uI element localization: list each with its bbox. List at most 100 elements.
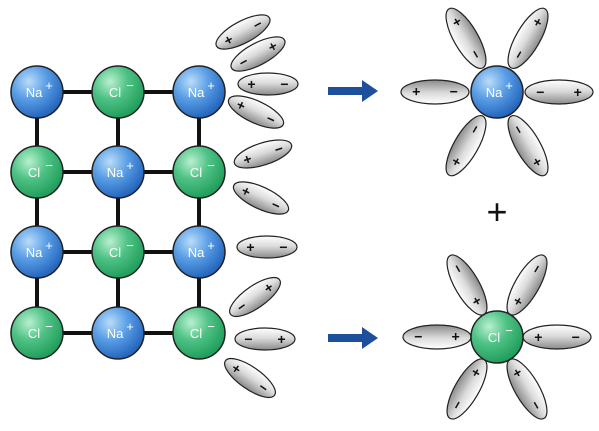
water-molecule: +− <box>506 254 548 316</box>
arrow-head <box>362 327 378 349</box>
lattice-cl-ion: Cl− <box>91 65 145 119</box>
water-molecule: +− <box>233 139 293 169</box>
partial-positive-sign: + <box>247 76 255 92</box>
partial-negative-sign: − <box>414 329 422 345</box>
arrow-shaft <box>328 334 364 342</box>
water-ellipse <box>446 358 488 420</box>
water-molecule: +− <box>522 324 592 350</box>
na-ion-sphere <box>91 306 145 360</box>
arrow-to-hydrated-na <box>328 80 378 102</box>
water-ellipse <box>233 139 293 169</box>
water-molecule: +− <box>446 358 488 420</box>
water-ellipse <box>446 254 488 316</box>
water-molecule: +− <box>234 327 296 351</box>
hydrated-na-ion: Na+ <box>470 65 524 119</box>
na-ion-charge: + <box>45 238 53 253</box>
na-ion-label: Na <box>26 245 43 260</box>
na-ion-label: Na <box>486 85 503 100</box>
partial-positive-sign: + <box>574 84 582 100</box>
arrow-head <box>362 80 378 102</box>
lattice-cl-ion: Cl− <box>172 306 226 360</box>
lattice-na-ion: Na+ <box>10 225 64 279</box>
na-ion-charge: + <box>505 78 513 93</box>
cl-ion-label: Cl <box>190 165 202 180</box>
water-molecule: +− <box>227 95 285 129</box>
na-ion-sphere <box>470 65 524 119</box>
cl-ion-sphere <box>172 306 226 360</box>
cl-ion-label: Cl <box>109 245 121 260</box>
lattice-na-ion: Na+ <box>10 65 64 119</box>
water-ellipse <box>506 358 548 420</box>
na-ion-label: Na <box>188 85 205 100</box>
water-molecule: +− <box>215 14 271 50</box>
water-ellipse <box>224 357 276 399</box>
lattice-na-ion: Na+ <box>172 225 226 279</box>
lattice-cl-ion: Cl− <box>91 225 145 279</box>
hydrated-ions: +−+−+−+−+−+−Na++−+−+−+−+−+−Cl− <box>400 7 594 420</box>
water-molecule: +− <box>237 72 299 96</box>
water-ellipse <box>227 95 285 129</box>
partial-negative-sign: − <box>244 331 252 347</box>
water-molecule: +− <box>507 115 549 177</box>
water-molecule: +− <box>446 254 488 316</box>
lattice-cl-ion: Cl− <box>172 145 226 199</box>
water-molecule: +− <box>506 358 548 420</box>
water-ellipse <box>507 7 549 69</box>
water-ellipse <box>400 79 470 105</box>
cl-ion-charge: − <box>126 78 134 93</box>
partial-negative-sign: − <box>279 239 287 255</box>
water-molecule: +− <box>445 7 487 69</box>
water-molecules: +−+−+−+−+−+−+−+−+−+− <box>215 14 299 399</box>
na-ion-sphere <box>10 225 64 279</box>
na-ion-label: Na <box>188 245 205 260</box>
water-molecule: +− <box>400 79 470 105</box>
water-molecule: +− <box>445 115 487 177</box>
water-ellipse <box>236 235 298 259</box>
combine-plus-symbol: + <box>486 191 507 232</box>
arrow-to-hydrated-cl <box>328 327 378 349</box>
water-ellipse <box>402 324 472 350</box>
water-ellipse <box>445 7 487 69</box>
na-ion-charge: + <box>126 319 134 334</box>
water-ellipse <box>506 254 548 316</box>
cl-ion-charge: − <box>45 319 53 334</box>
lattice-na-ion: Na+ <box>172 65 226 119</box>
water-molecule: +− <box>236 235 298 259</box>
partial-negative-sign: − <box>280 76 288 92</box>
lattice-cl-ion: Cl− <box>10 145 64 199</box>
na-ion-label: Na <box>107 165 124 180</box>
na-ion-charge: + <box>45 78 53 93</box>
cl-ion-charge: − <box>207 319 215 334</box>
na-ion-label: Na <box>107 326 124 341</box>
partial-positive-sign: + <box>534 329 542 345</box>
partial-positive-sign: + <box>246 239 254 255</box>
lattice-cl-ion: Cl− <box>10 306 64 360</box>
lattice-na-ion: Na+ <box>91 145 145 199</box>
cl-ion-sphere <box>91 225 145 279</box>
lattice-bonds <box>35 90 201 335</box>
partial-positive-sign: + <box>277 331 285 347</box>
arrow-shaft <box>328 87 364 95</box>
water-ellipse <box>445 115 487 177</box>
cl-ion-label: Cl <box>190 326 202 341</box>
partial-positive-sign: + <box>412 84 420 100</box>
cl-ion-label: Cl <box>28 165 40 180</box>
cl-ion-label: Cl <box>28 326 40 341</box>
lattice-ions: Na+Cl−Na+Cl−Na+Cl−Na+Cl−Na+Cl−Na+Cl− <box>10 65 226 360</box>
cl-ion-charge: − <box>45 158 53 173</box>
na-ion-sphere <box>91 145 145 199</box>
lattice-na-ion: Na+ <box>91 306 145 360</box>
water-molecule: +− <box>232 181 290 215</box>
reaction-arrows <box>328 80 378 349</box>
cl-ion-charge: − <box>505 323 513 338</box>
na-ion-sphere <box>172 225 226 279</box>
water-ellipse <box>524 79 594 105</box>
water-ellipse <box>232 181 290 215</box>
water-molecule: +− <box>402 324 472 350</box>
water-ellipse <box>234 327 296 351</box>
water-molecule: +− <box>230 36 286 72</box>
na-ion-sphere <box>172 65 226 119</box>
na-ion-charge: + <box>207 238 215 253</box>
